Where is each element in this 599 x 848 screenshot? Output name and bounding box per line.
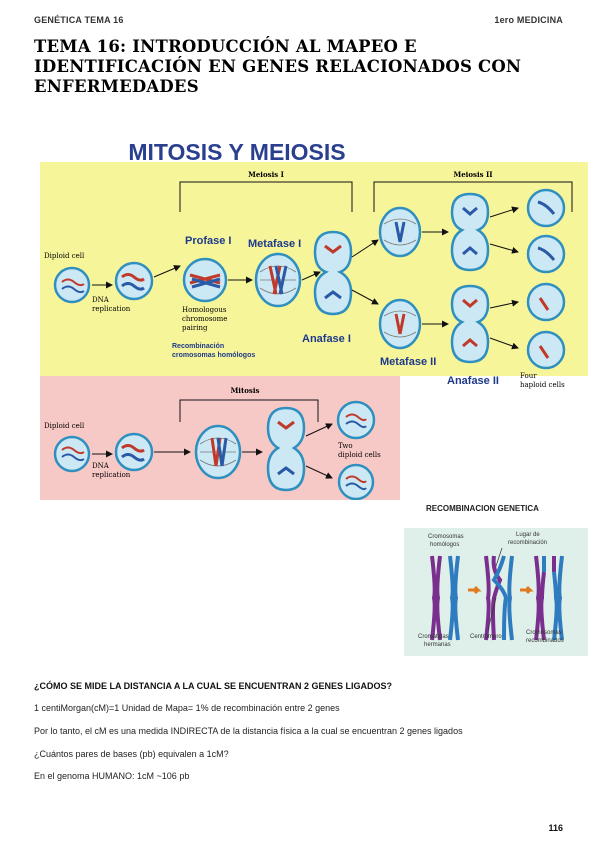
cell-metafase-ii-upper xyxy=(378,206,422,258)
centromero-label: Centrómero xyxy=(470,634,502,640)
profase-label: Profase I xyxy=(185,235,231,247)
metafase-i-label: Metafase I xyxy=(248,238,301,250)
recomb-label-2: cromosomas homólogos xyxy=(172,352,255,359)
metafase-ii-label: Metafase II xyxy=(380,356,436,368)
cromatidas-label-1: Cromátidas xyxy=(418,634,449,640)
haploid-cell-4 xyxy=(526,330,566,370)
cell-anafase-ii-upper xyxy=(450,192,490,272)
recombinados-label-1: Cromosomas xyxy=(526,630,562,636)
header-subject: GENÉTICA TEMA 16 xyxy=(34,15,124,25)
cell-anafase-ii-lower xyxy=(450,284,490,364)
chromosome-pair-homologous xyxy=(430,555,460,641)
cromatidas-label-2: hermanas xyxy=(424,642,451,648)
page-title: TEMA 16: INTRODUCCIÓN AL MAPEO E IDENTIF… xyxy=(34,37,522,96)
meiosis-ii-label: Meiosis II xyxy=(453,170,492,179)
homologous-label-3: pairing xyxy=(182,324,208,332)
haploid-cells-label: haploid cells xyxy=(520,381,565,389)
diploid-cells-label: diploid cells xyxy=(338,451,381,459)
paragraph-2: Por lo tanto, el cM es una medida INDIRE… xyxy=(34,726,463,736)
anafase-i-label: Anafase I xyxy=(302,333,351,345)
cell-profase xyxy=(182,257,228,303)
four-label: Four xyxy=(520,372,537,380)
homologous-label-2: chromosome xyxy=(182,315,227,323)
replication-label: replication xyxy=(92,305,131,313)
cell-anafase-i xyxy=(313,230,353,316)
paragraph-4: En el genoma HUMANO: 1cM ~106 pb xyxy=(34,771,190,781)
recomb-label-1: Recombinación xyxy=(172,343,224,350)
chromosome-pair-recombined xyxy=(534,555,564,641)
mitosis-meiosis-figure: MITOSIS Y MEIOSIS Meiosis I Meiosis II D… xyxy=(40,139,588,500)
cell-anafase-mitosis xyxy=(266,406,306,492)
cell-metafase-mitosis xyxy=(194,424,242,480)
recombinados-label-2: recombinados xyxy=(526,638,564,644)
diploid-daughter-1 xyxy=(336,400,376,440)
replication-label-mitosis: replication xyxy=(92,471,131,479)
header-course: 1ero MEDICINA xyxy=(494,15,563,25)
haploid-cell-1 xyxy=(526,188,566,228)
meiosis-i-label: Meiosis I xyxy=(248,170,284,179)
lugar-label-1: Lugar de xyxy=(516,532,540,538)
section-question: ¿CÓMO SE MIDE LA DISTANCIA A LA CUAL SE … xyxy=(34,681,393,691)
cell-diploid-meiosis xyxy=(53,266,91,304)
anafase-ii-label: Anafase II xyxy=(447,375,499,387)
mitosis-label: Mitosis xyxy=(231,386,260,395)
cell-diploid-mitosis xyxy=(53,435,91,473)
figure-heading: MITOSIS Y MEIOSIS xyxy=(128,139,345,165)
dna-label: DNA xyxy=(92,296,110,304)
recombination-figure: RECOMBINACION GENETICA Cromosomas homólo… xyxy=(404,504,588,656)
homologous-label-1: Homologous xyxy=(182,306,227,314)
haploid-cell-2 xyxy=(526,234,566,274)
cell-replicated-mitosis xyxy=(114,432,154,472)
recombination-heading: RECOMBINACION GENETICA xyxy=(426,504,539,513)
homologos-label-1: Cromosomas xyxy=(428,534,464,540)
cell-metafase-ii-lower xyxy=(378,298,422,350)
dna-label-mitosis: DNA xyxy=(92,462,110,470)
lugar-label-2: recombinación xyxy=(508,540,547,546)
chromosome-pair-crossing xyxy=(484,555,514,641)
diploid-cell-label: Diploid cell xyxy=(44,252,85,260)
cell-replicated xyxy=(114,261,154,301)
haploid-cell-3 xyxy=(526,282,566,322)
two-label: Two xyxy=(338,442,353,450)
paragraph-1: 1 centiMorgan(cM)=1 Unidad de Mapa= 1% d… xyxy=(34,703,340,713)
paragraph-3: ¿Cuántos pares de bases (pb) equivalen a… xyxy=(34,749,229,759)
diploid-daughter-2 xyxy=(337,463,375,500)
diploid-cell-label-mitosis: Diploid cell xyxy=(44,422,85,430)
page-number: 116 xyxy=(548,823,563,833)
homologos-label-2: homólogos xyxy=(430,542,459,548)
cell-metafase-i xyxy=(254,252,302,308)
